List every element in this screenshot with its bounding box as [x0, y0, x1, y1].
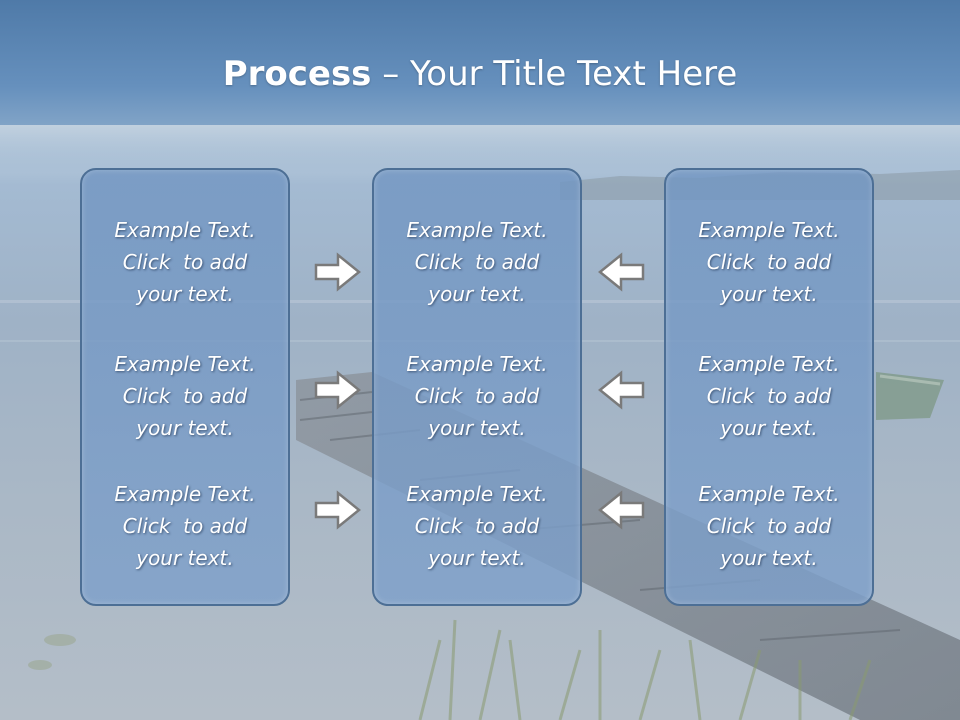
text-block[interactable]: Example Text. Click to add your text.	[82, 348, 288, 444]
text-block[interactable]: Example Text. Click to add your text.	[374, 478, 580, 574]
text-line: your text.	[428, 416, 526, 440]
arrow-left-icon	[598, 252, 645, 292]
text-line: your text.	[428, 546, 526, 570]
arrow-left-icon	[598, 490, 645, 530]
text-line: Click to add	[414, 250, 540, 274]
text-line: Example Text.	[114, 482, 256, 506]
text-line: Click to add	[414, 514, 540, 538]
text-line: Click to add	[122, 514, 248, 538]
arrow-right-icon	[314, 490, 361, 530]
text-line: your text.	[428, 282, 526, 306]
text-line: Click to add	[706, 384, 832, 408]
text-block[interactable]: Example Text. Click to add your text.	[82, 214, 288, 310]
text-line: Example Text.	[114, 352, 256, 376]
left-process-box[interactable]: Example Text. Click to add your text. Ex…	[80, 168, 290, 606]
text-block[interactable]: Example Text. Click to add your text.	[374, 348, 580, 444]
text-block[interactable]: Example Text. Click to add your text.	[666, 478, 872, 574]
text-block[interactable]: Example Text. Click to add your text.	[374, 214, 580, 310]
text-line: Example Text.	[698, 352, 840, 376]
text-line: Click to add	[122, 384, 248, 408]
text-line: Click to add	[706, 514, 832, 538]
arrow-right-icon	[314, 370, 361, 410]
arrow-left-icon	[598, 370, 645, 410]
text-block[interactable]: Example Text. Click to add your text.	[666, 348, 872, 444]
text-block[interactable]: Example Text. Click to add your text.	[82, 478, 288, 574]
text-line: your text.	[720, 416, 818, 440]
text-line: Example Text.	[406, 482, 548, 506]
text-line: your text.	[136, 546, 234, 570]
text-line: Click to add	[414, 384, 540, 408]
text-line: Example Text.	[406, 218, 548, 242]
middle-process-box[interactable]: Example Text. Click to add your text. Ex…	[372, 168, 582, 606]
title-bold-text: Process	[222, 54, 372, 94]
text-line: Example Text.	[698, 218, 840, 242]
text-block[interactable]: Example Text. Click to add your text.	[666, 214, 872, 310]
right-process-box[interactable]: Example Text. Click to add your text. Ex…	[664, 168, 874, 606]
text-line: Click to add	[122, 250, 248, 274]
text-line: your text.	[720, 546, 818, 570]
text-line: Example Text.	[406, 352, 548, 376]
text-line: Click to add	[706, 250, 832, 274]
text-line: Example Text.	[114, 218, 256, 242]
text-line: your text.	[136, 416, 234, 440]
text-line: your text.	[136, 282, 234, 306]
slide-title[interactable]: Process – Your Title Text Here	[0, 52, 960, 96]
text-line: Example Text.	[698, 482, 840, 506]
arrow-right-icon	[314, 252, 361, 292]
text-line: your text.	[720, 282, 818, 306]
title-rest-text: – Your Title Text Here	[371, 54, 738, 94]
